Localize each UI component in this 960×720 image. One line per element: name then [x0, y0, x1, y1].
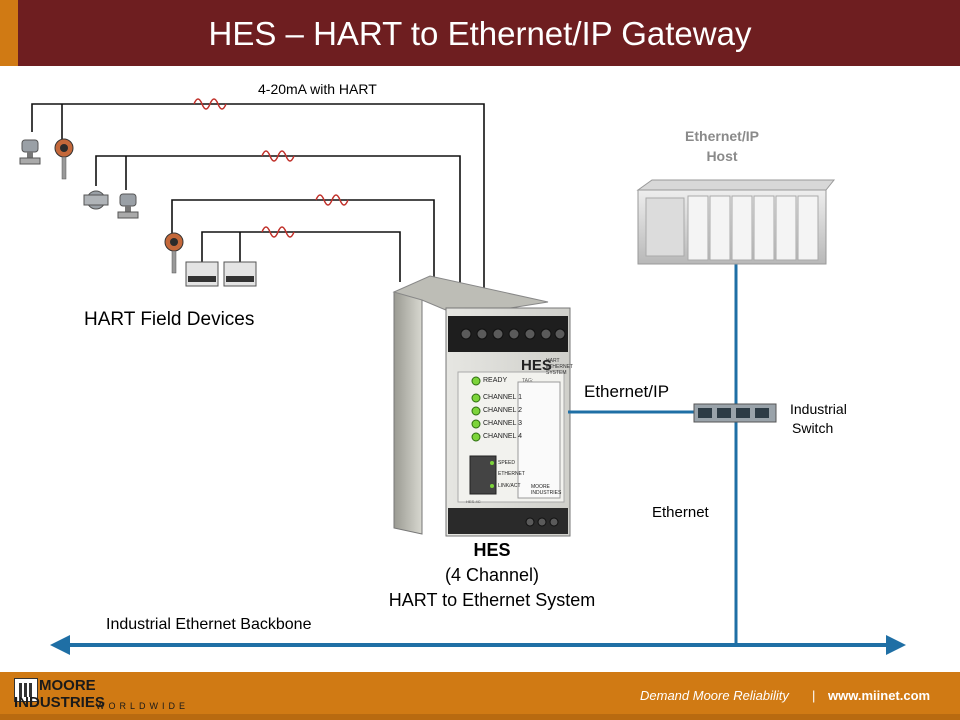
logo-line3: WORLDWIDE [96, 701, 189, 711]
footer-separator: | [812, 688, 816, 703]
page-title: HES – HART to Ethernet/IP Gateway [208, 15, 752, 52]
plc-host-image [636, 179, 836, 265]
signal-module-icon [223, 261, 257, 287]
hart-wave-icon [261, 150, 295, 162]
hes-desc-label: HART to Ethernet System [388, 590, 596, 610]
ethernet-links [568, 264, 738, 644]
pressure-transmitter-icon [19, 139, 41, 165]
temperature-transmitter-icon [54, 138, 74, 180]
footer-tagline: Demand Moore Reliability [640, 688, 789, 703]
hes-device-image [392, 275, 571, 537]
device-port-label-speed: SPEED [498, 460, 515, 466]
host-label-line2: Host [706, 148, 738, 164]
hart-wire-3 [171, 199, 435, 282]
logo-line1: MOORE [39, 677, 96, 694]
hart-wire-1 [31, 103, 485, 290]
hart-wave-icon [315, 194, 349, 206]
flow-meter-icon [83, 190, 109, 210]
device-port-label-link: LINK/ACT [498, 483, 521, 489]
field-devices-label: HART Field Devices [84, 309, 255, 330]
hart-signal-label: 4-20mA with HART [258, 81, 377, 97]
status-led-ready [471, 376, 481, 386]
device-brand-sub: HART ETHERNET SYSTEM [546, 358, 573, 376]
ethernet-ip-label: Ethernet/IP [584, 382, 670, 401]
moore-logo-icon [14, 678, 38, 702]
footer-bottom-strip [0, 714, 960, 720]
device-model: HES-4C [466, 499, 481, 504]
title-accent [0, 0, 18, 66]
switch-label-line1: Industrial [790, 401, 847, 417]
title-bar [0, 0, 960, 66]
ethernet-label: Ethernet [652, 504, 709, 521]
hes-name-label: HES [473, 540, 511, 560]
ethernet-backbone-arrow [50, 635, 906, 655]
device-led-label-ch4: CHANNEL 4 [483, 433, 523, 440]
hes-channels-label: (4 Channel) [444, 565, 540, 585]
status-led-speed [490, 461, 494, 465]
status-led-channel-3 [471, 419, 481, 429]
footer-url-link[interactable]: www.miinet.com [828, 688, 931, 703]
device-led-label-ready: READY [483, 377, 508, 384]
switch-label-line2: Switch [792, 420, 834, 436]
terminal-screws [460, 328, 566, 527]
device-led-label-ch2: CHANNEL 2 [483, 407, 523, 414]
industrial-switch-icon [693, 403, 777, 423]
host-label-line1: Ethernet/IP [685, 128, 759, 144]
device-maker: MOORE INDUSTRIES [531, 484, 562, 496]
logo-line2: INDUSTRIES [14, 694, 105, 711]
hart-wave-icon [261, 226, 295, 238]
hart-wire-2 [95, 155, 461, 285]
hart-wave-icons [193, 98, 349, 238]
pressure-transmitter-icon [117, 193, 139, 219]
device-tag: TAG: [522, 378, 534, 384]
device-port-label-ethernet: ETHERNET [498, 471, 525, 477]
temperature-transmitter-icon [164, 232, 184, 274]
hart-wiring [31, 103, 485, 290]
device-led-label-ch3: CHANNEL 3 [483, 420, 523, 427]
status-led-link [490, 484, 494, 488]
status-led-channel-4 [471, 432, 481, 442]
hart-wave-icon [193, 98, 227, 110]
hart-wire-4 [201, 231, 401, 282]
status-led-group [471, 376, 494, 488]
status-led-channel-2 [471, 406, 481, 416]
device-brand: HES [521, 357, 552, 374]
signal-module-icon [185, 261, 219, 287]
device-led-label-ch1: CHANNEL 1 [483, 394, 523, 401]
backbone-label: Industrial Ethernet Backbone [106, 616, 312, 633]
status-led-channel-1 [471, 393, 481, 403]
footer-bar [0, 672, 960, 720]
